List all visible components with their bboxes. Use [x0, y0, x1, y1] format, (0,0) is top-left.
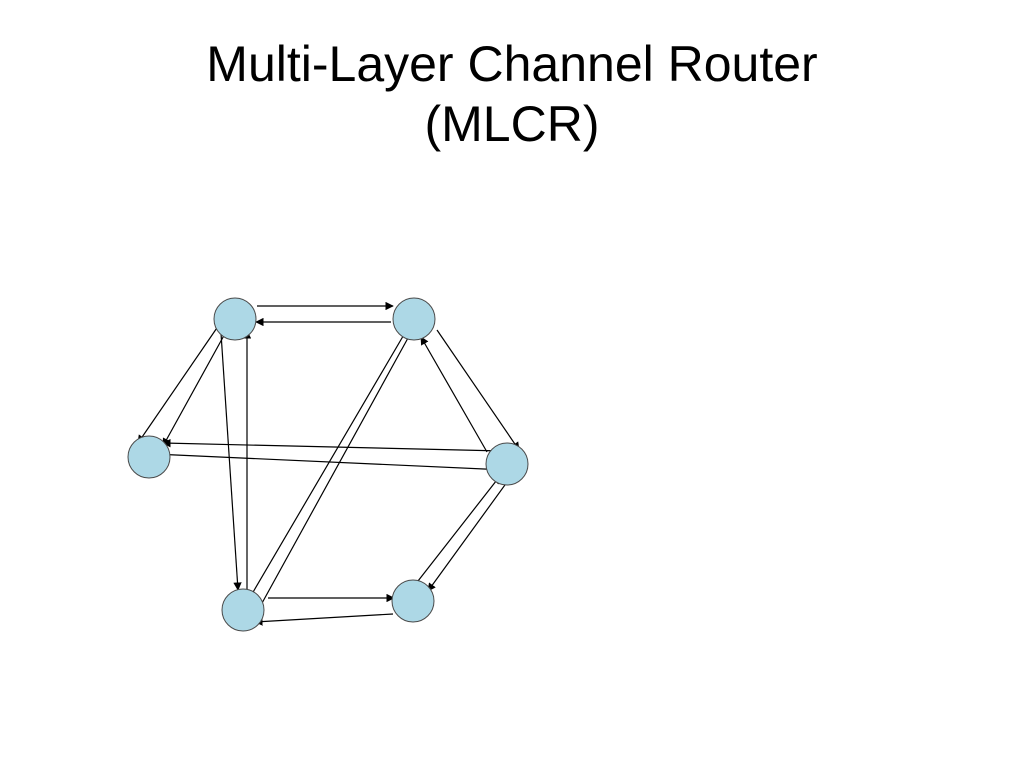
node-bottom-left [221, 588, 265, 632]
diagram-nodes [127, 297, 529, 632]
edge-middle-right-to-bottom-right [427, 477, 511, 592]
edge-top-left-to-middle-left [162, 329, 228, 447]
slide-title-line-2: (MLCR) [424, 96, 600, 152]
edge-bottom-right-to-bottom-left [254, 613, 394, 626]
edge-middle-right-to-middle-left [162, 438, 504, 452]
node-middle-right [485, 442, 529, 486]
edge-middle-right-to-top-right [420, 336, 488, 453]
edge-top-right-to-bottom-left [255, 337, 409, 615]
edge-top-left-to-bottom-left [220, 332, 242, 591]
slide-title-line-1: Multi-Layer Channel Router [206, 36, 818, 92]
edge-middle-left-to-middle-right [153, 453, 507, 474]
node-bottom-right [391, 579, 435, 623]
slide-title: Multi-Layer Channel Router (MLCR) [0, 34, 1024, 154]
node-top-right [392, 297, 436, 341]
edge-top-left-to-middle-left [137, 321, 222, 444]
node-top-left [213, 297, 257, 341]
diagram-edges [137, 301, 520, 626]
edge-bottom-right-to-middle-right [417, 475, 501, 582]
node-middle-left [127, 435, 171, 479]
edge-top-right-to-middle-right [436, 329, 520, 451]
